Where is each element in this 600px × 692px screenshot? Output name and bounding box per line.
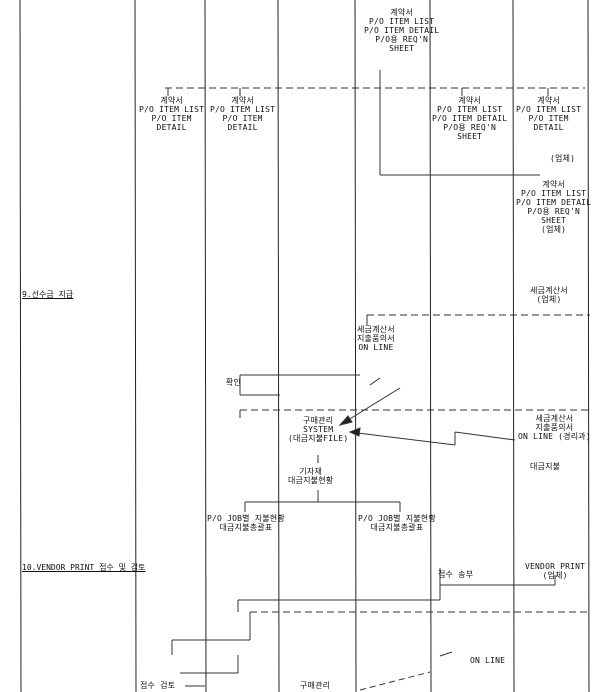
lane-line-4 — [354, 0, 357, 692]
step-10-label: 10.VENDOR PRINT 접수 및 검토 — [22, 563, 146, 572]
vendor-note-1: (업체) — [550, 154, 576, 163]
lane-line-6 — [512, 0, 515, 692]
lane-line-2 — [204, 0, 207, 692]
break-mark — [369, 377, 381, 386]
block-vendor-print: VENDOR PRINT(업체) — [525, 562, 586, 580]
block-receive-review: 접수 검토 — [140, 681, 176, 690]
arrow-seg-a — [454, 431, 516, 441]
step-9-label: 9.선수금 지급 — [22, 290, 74, 299]
block-confirm: 확인 — [226, 378, 242, 387]
arrow-head-2 — [348, 427, 361, 437]
lane-line-3 — [277, 0, 280, 692]
arrow-seg-c — [349, 431, 456, 446]
lane-line-7 — [587, 0, 590, 692]
lane-line-5 — [429, 0, 432, 692]
arrow-head-1 — [338, 415, 353, 426]
online-mark — [439, 651, 453, 657]
dash-diagonal — [359, 671, 431, 691]
block-payment: 대금지불 — [530, 462, 561, 471]
lane-line-0 — [19, 0, 22, 692]
block-online: ON LINE — [470, 656, 506, 665]
lane-line-1 — [134, 0, 137, 692]
block-receive-send: 접수 송부 — [438, 570, 474, 579]
block-tax-invoice: 세금계산서(업체) — [530, 286, 568, 304]
block-purchase-mgmt: 구매관리 — [300, 681, 331, 690]
